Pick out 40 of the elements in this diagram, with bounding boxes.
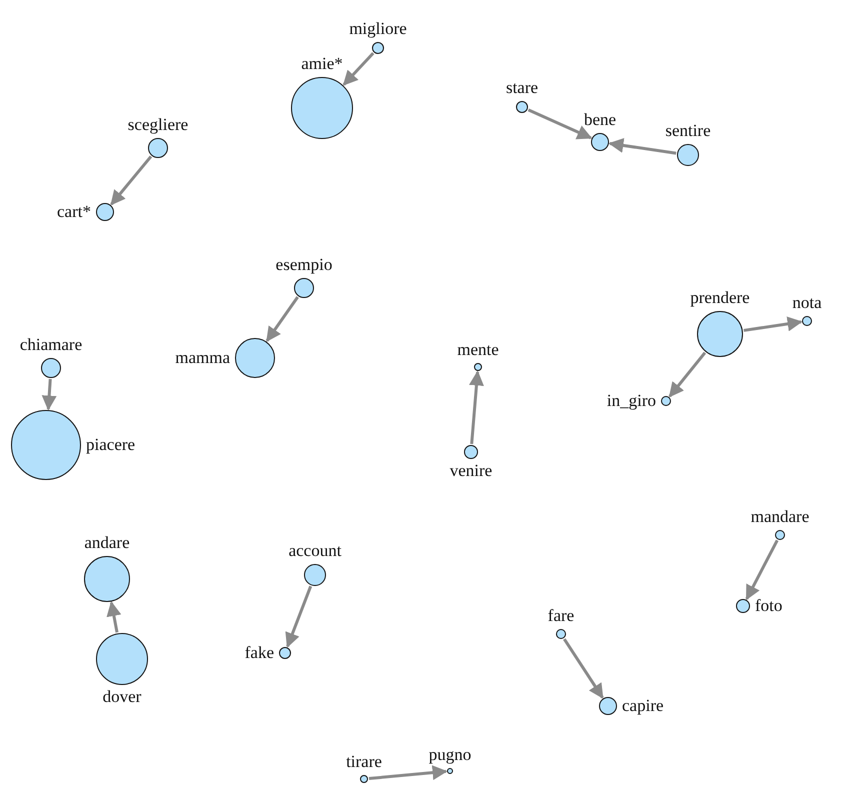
node-label: andare [84,534,130,552]
node-label: foto [755,597,782,615]
node-label: piacere [86,436,136,454]
arrow [285,586,312,648]
arrow [608,138,676,155]
node-label: dover [102,688,142,706]
arrow [528,108,592,140]
node-label: bene [584,111,616,129]
node-label: migliore [349,20,407,38]
arrow [342,52,374,86]
arrow [110,156,152,206]
arrow [469,370,484,444]
arrow [368,765,448,780]
node-label: mamma [175,349,230,367]
arrow [744,316,803,332]
node-label: tirare [346,753,382,771]
node-label: account [288,542,342,560]
node-label: capire [622,697,664,715]
node-label: pugno [428,746,472,764]
node-label: chiamare [20,336,82,354]
node-label: esempio [276,256,332,274]
arrow [745,540,779,600]
arrow [668,352,706,398]
node-label: mente [457,341,499,359]
node-label: fake [244,644,274,662]
node-label: prendere [690,289,750,307]
node-label: in_giro [606,392,656,410]
node-label: venire [450,462,492,480]
arrow [106,601,122,633]
node-label: stare [506,79,538,97]
node-label: nota [792,294,822,312]
node-label: fare [548,607,574,625]
arrow [563,638,604,699]
arrow [266,296,299,342]
node-label: cart* [57,203,91,221]
node-label: amie* [301,55,343,73]
node-label: mandare [750,508,810,526]
arrow [42,378,57,411]
node-label: sentire [665,122,711,140]
node-label: scegliere [128,116,188,134]
